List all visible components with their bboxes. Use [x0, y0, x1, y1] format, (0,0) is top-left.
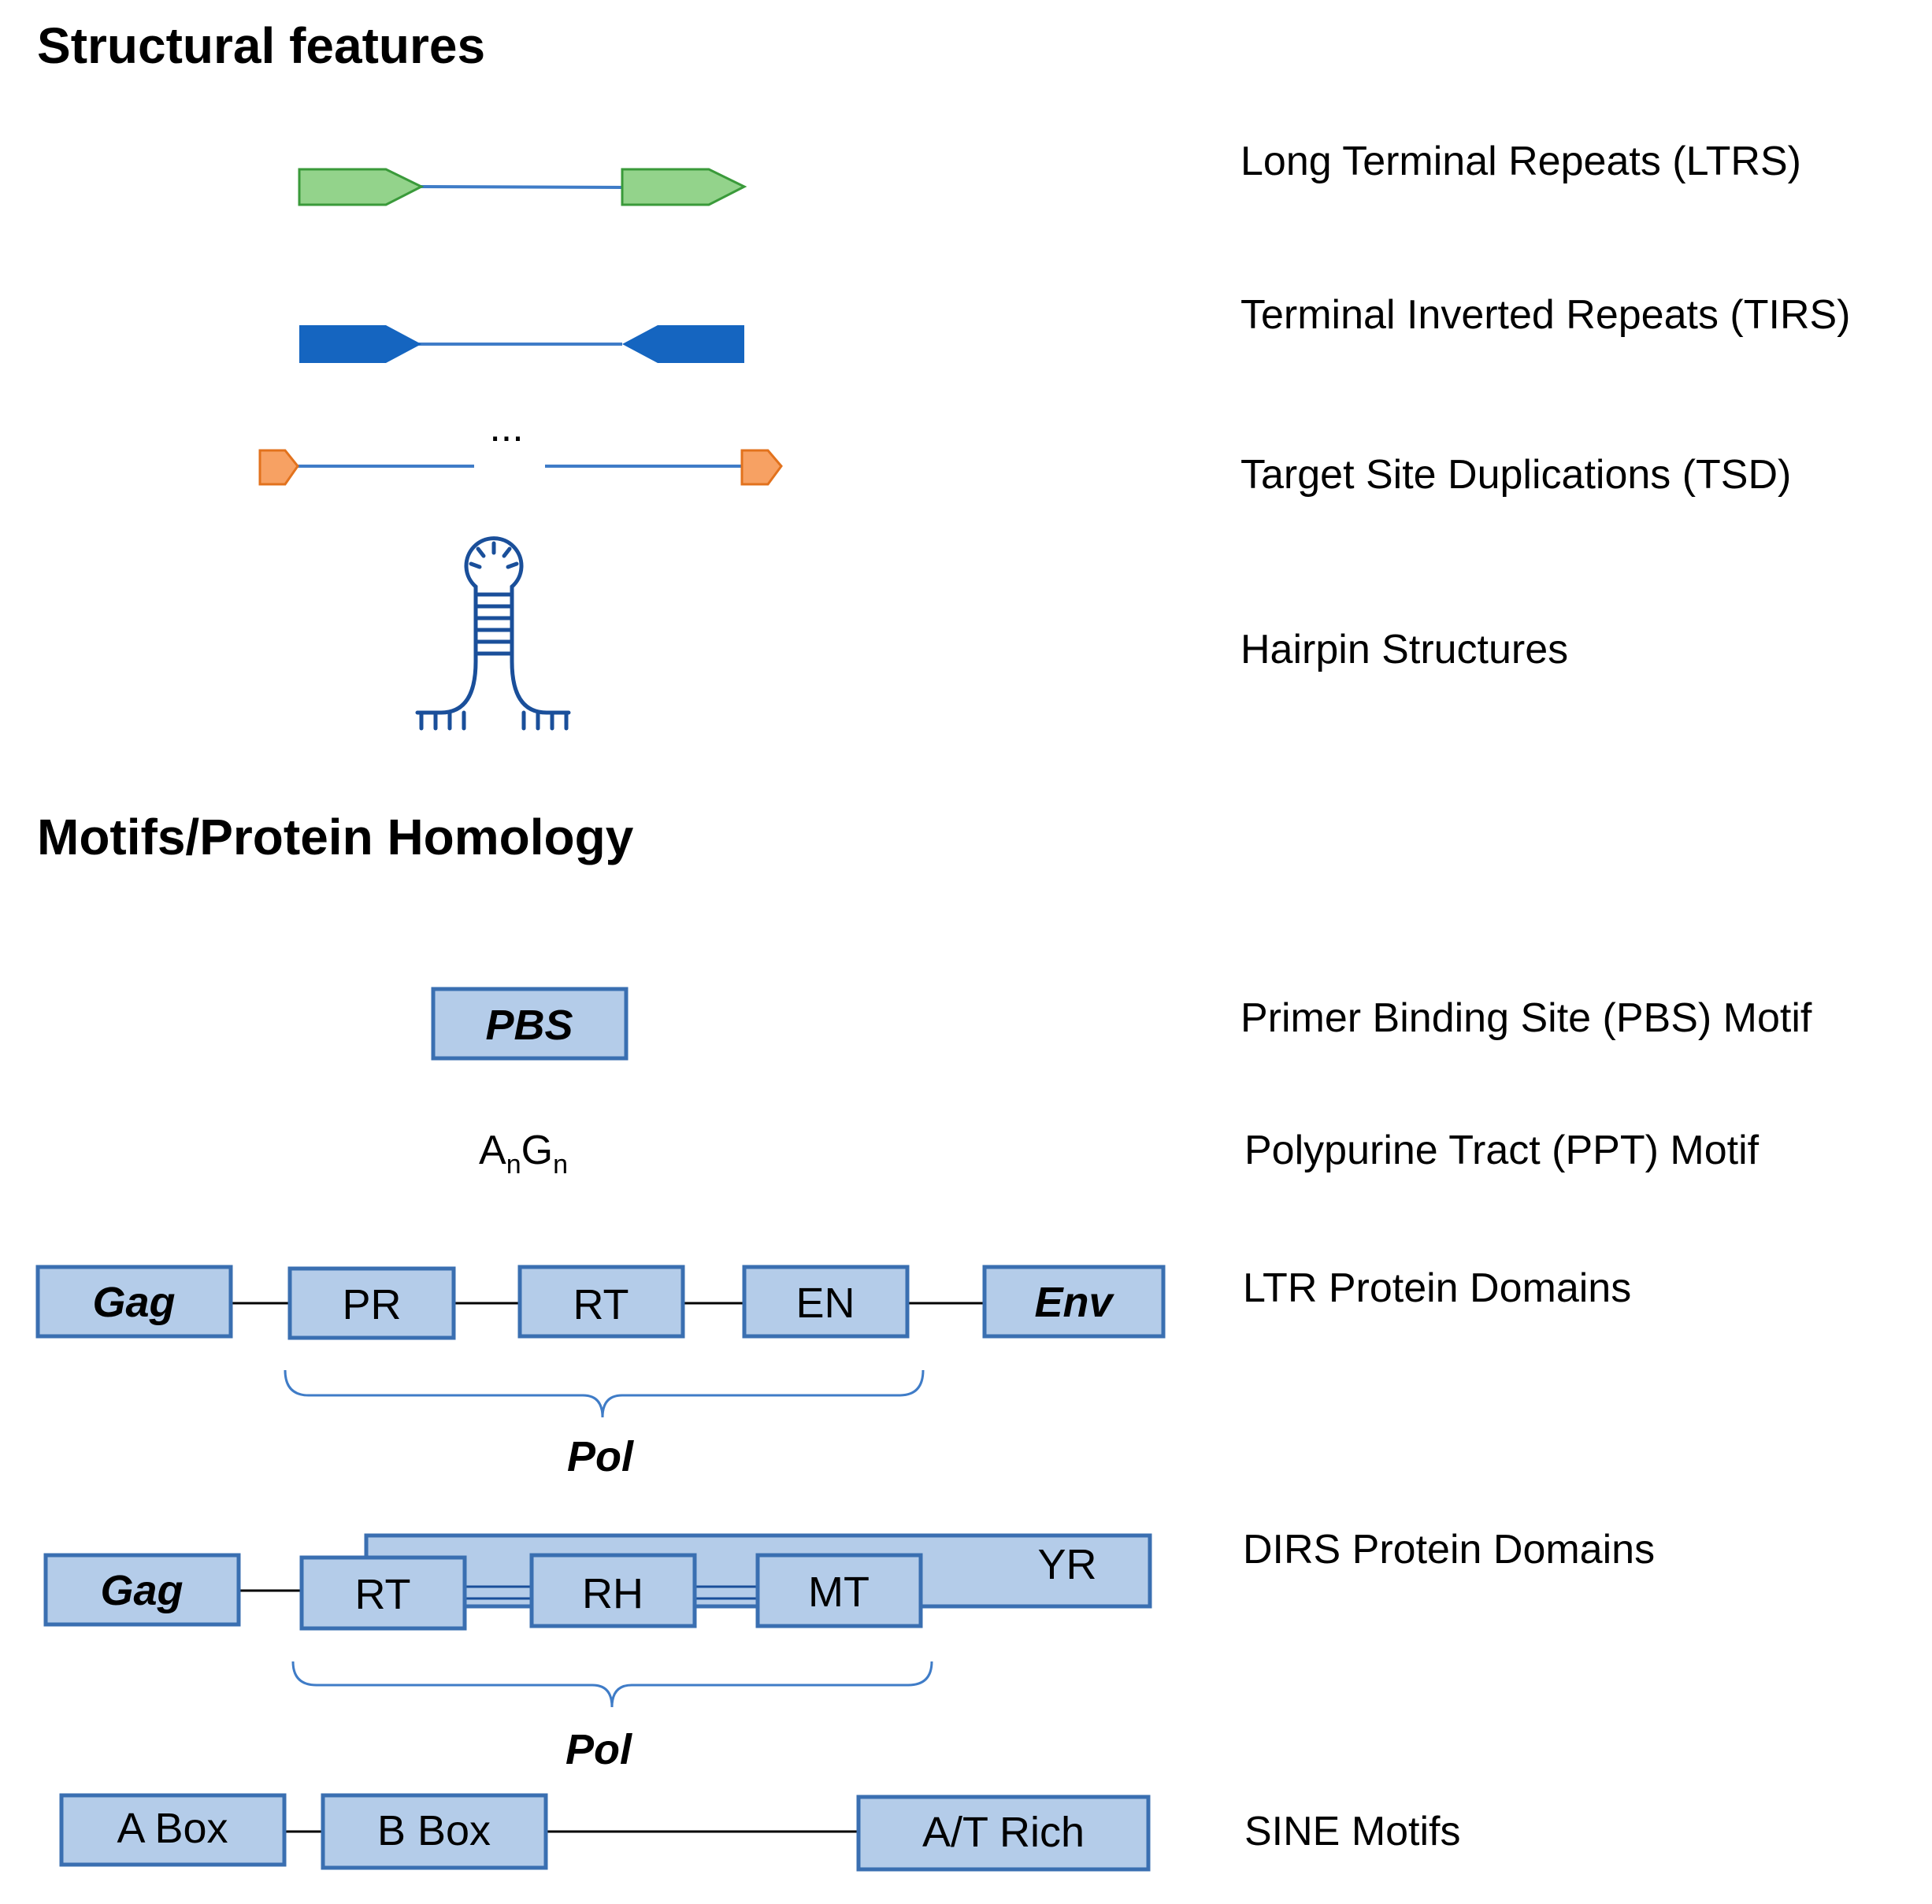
dirs-domain-gag: Gag — [100, 1567, 183, 1614]
pbs-box: PBS — [431, 987, 629, 1061]
dirs-pol-brace — [291, 1661, 933, 1708]
label-tir: Terminal Inverted Repeats (TIRS) — [1240, 292, 1851, 338]
dirs-domain-mt: MT — [808, 1569, 870, 1616]
ltr-domain-rt: RT — [573, 1281, 629, 1328]
dirs-domain-yr: YR — [1037, 1541, 1096, 1588]
ltr-domain-pr: PR — [342, 1281, 401, 1328]
label-pbs: Primer Binding Site (PBS) Motif — [1240, 995, 1812, 1041]
heading-motifs-protein-homology: Motifs/Protein Homology — [37, 809, 634, 865]
label-ltr-domains: LTR Protein Domains — [1243, 1265, 1631, 1311]
sine-at-rich: A/T Rich — [922, 1809, 1085, 1856]
dirs-pol-label: Pol — [566, 1726, 632, 1773]
label-ppt: Polypurine Tract (PPT) Motif — [1244, 1128, 1760, 1173]
ltr-pol-label: Pol — [567, 1433, 634, 1480]
label-dirs-domains: DIRS Protein Domains — [1243, 1527, 1655, 1572]
sine-a-box: A Box — [117, 1805, 228, 1852]
heading-structural-features: Structural features — [37, 17, 485, 74]
ltr-icon — [298, 168, 747, 206]
ltr-protein-domains: Gag PR RT EN Env — [35, 1265, 1166, 1340]
tsd-icon: ... — [258, 405, 783, 486]
ltr-pol-brace — [284, 1369, 925, 1418]
label-hairpin: Hairpin Structures — [1240, 627, 1568, 672]
sine-motifs: A Box B Box A/T Rich — [59, 1793, 1151, 1872]
ppt-formula: AnGn — [479, 1128, 568, 1180]
ltr-domain-gag: Gag — [92, 1279, 175, 1326]
dirs-protein-domains: YR Gag RT RH MT — [43, 1533, 1152, 1631]
hairpin-icon — [415, 536, 571, 731]
sine-b-box: B Box — [377, 1807, 491, 1854]
ltr-domain-env: Env — [1034, 1279, 1114, 1326]
label-ltr: Long Terminal Repeats (LTRS) — [1240, 139, 1801, 184]
tir-icon — [299, 325, 744, 363]
label-sine: SINE Motifs — [1244, 1809, 1461, 1854]
dirs-domain-rt: RT — [354, 1571, 410, 1618]
tsd-ellipsis: ... — [489, 405, 523, 450]
label-tsd: Target Site Duplications (TSD) — [1240, 452, 1791, 498]
dirs-domain-rh: RH — [582, 1570, 643, 1617]
pbs-box-label: PBS — [485, 1002, 573, 1049]
ltr-domain-en: EN — [795, 1280, 855, 1327]
